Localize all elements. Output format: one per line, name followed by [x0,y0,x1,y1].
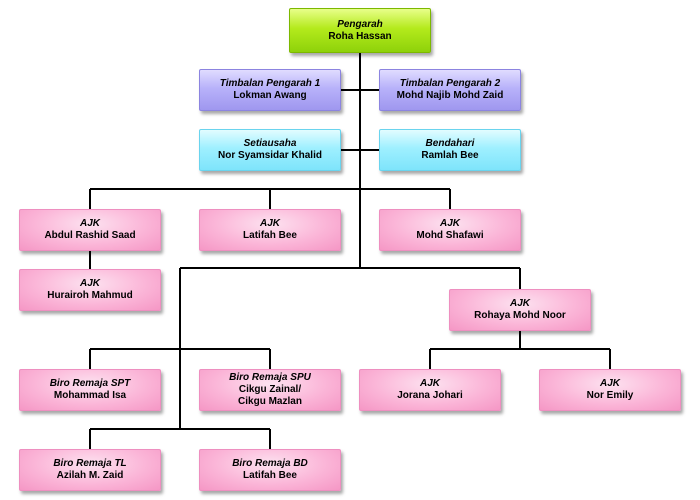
node-role: AJK [79,218,100,229]
node-biro-remaja-spt: Biro Remaja SPT Mohammad Isa [19,369,161,411]
node-role: Pengarah [337,18,383,30]
node-name: Latifah Bee [243,470,297,481]
node-bendahari: Bendahari Ramlah Bee [379,129,521,171]
node-role: Biro Remaja BD [232,458,308,469]
node-role: Timbalan Pengarah 1 [219,78,321,89]
node-timbalan-pengarah-2: Timbalan Pengarah 2 Mohd Najib Mohd Zaid [379,69,521,111]
node-ajk-nor-emily: AJK Nor Emily [539,369,681,411]
node-name: Azilah M. Zaid [56,470,124,481]
node-name: Jorana Johari [397,390,463,401]
node-role: AJK [509,298,530,309]
node-name: Mohd Shafawi [416,230,484,241]
node-role: Biro Remaja TL [53,458,127,469]
node-name: Roha Hassan [328,30,392,42]
node-ajk-mohd-shafawi: AJK Mohd Shafawi [379,209,521,251]
node-biro-remaja-bd: Biro Remaja BD Latifah Bee [199,449,341,491]
node-role: Biro Remaja SPT [49,378,131,389]
node-role: AJK [599,378,620,389]
node-role: Setiausaha [243,138,297,149]
node-ajk-jorana-johari: AJK Jorana Johari [359,369,501,411]
node-role: AJK [439,218,460,229]
node-name: Rohaya Mohd Noor [474,310,566,321]
node-ajk-hurairoh-mahmud: AJK Hurairoh Mahmud [19,269,161,311]
node-name: Lokman Awang [233,90,307,101]
node-role: AJK [79,278,100,289]
node-ajk-rohaya-mohd-noor: AJK Rohaya Mohd Noor [449,289,591,331]
node-role: AJK [259,218,280,229]
node-name: Ramlah Bee [421,150,479,161]
node-role: Bendahari [425,138,475,149]
node-ajk-latifah-bee: AJK Latifah Bee [199,209,341,251]
node-biro-remaja-spu: Biro Remaja SPU Cikgu Zainal/ Cikgu Mazl… [199,369,341,411]
node-role: Biro Remaja SPU [229,372,311,383]
node-ajk-abdul-rashid-saad: AJK Abdul Rashid Saad [19,209,161,251]
node-name: Nor Syamsidar Khalid [218,150,322,161]
node-setiausaha: Setiausaha Nor Syamsidar Khalid [199,129,341,171]
node-name: Mohammad Isa [53,390,127,401]
node-name: Mohd Najib Mohd Zaid [396,90,504,101]
node-name: Latifah Bee [243,230,297,241]
node-biro-remaja-tl: Biro Remaja TL Azilah M. Zaid [19,449,161,491]
node-name: Hurairoh Mahmud [47,290,133,301]
node-role: AJK [419,378,440,389]
node-name: Nor Emily [586,390,634,401]
node-pengarah: Pengarah Roha Hassan [289,8,431,53]
node-role: Timbalan Pengarah 2 [399,78,501,89]
node-name: Abdul Rashid Saad [44,230,136,241]
node-timbalan-pengarah-1: Timbalan Pengarah 1 Lokman Awang [199,69,341,111]
node-name: Cikgu Zainal/ Cikgu Mazlan [238,384,302,407]
